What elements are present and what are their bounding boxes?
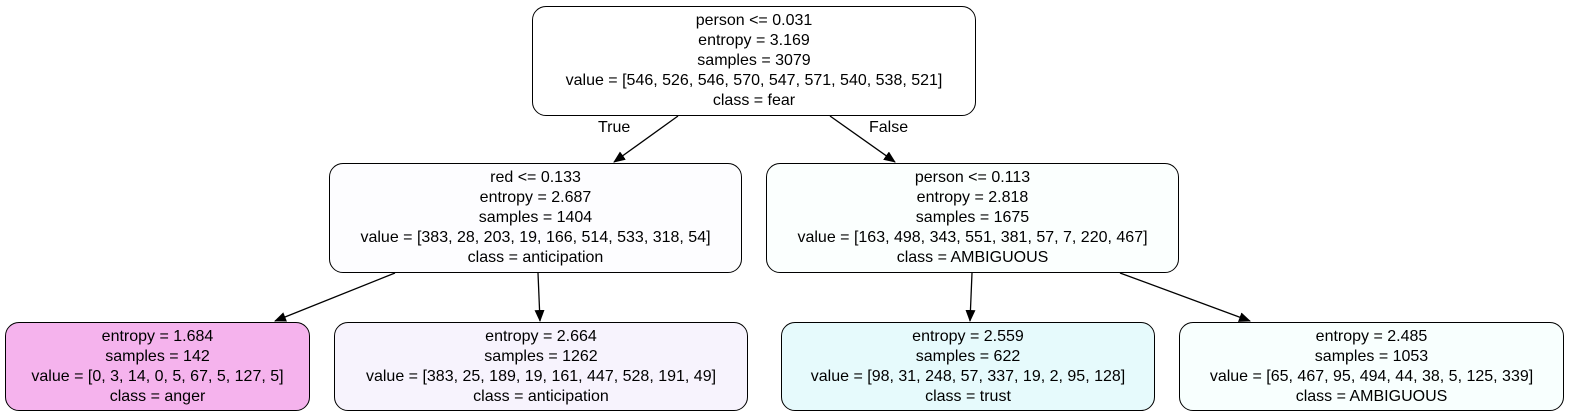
node-line: samples = 1675 — [915, 209, 1030, 226]
node-line: class = anticipation — [467, 249, 604, 266]
node-line: samples = 1404 — [478, 209, 593, 226]
node-line: person <= 0.113 — [914, 169, 1031, 186]
node-line: class = AMBIGUOUS — [896, 249, 1049, 266]
node-line: entropy = 2.559 — [912, 327, 1024, 345]
tree-leaf-ambiguous: entropy = 2.485 samples = 1053 value = [… — [1179, 322, 1564, 411]
node-line: samples = 622 — [915, 347, 1021, 365]
node-line: value = [163, 498, 343, 551, 381, 57, 7,… — [797, 229, 1148, 246]
edge-root-right — [829, 115, 896, 163]
node-line: class = anticipation — [473, 387, 609, 405]
node-line: samples = 1053 — [1314, 347, 1429, 365]
node-line: value = [383, 25, 189, 19, 161, 447, 528… — [365, 367, 717, 385]
node-line: class = trust — [925, 387, 1011, 405]
tree-leaf-trust: entropy = 2.559 samples = 622 value = [9… — [781, 322, 1155, 411]
node-line: value = [0, 3, 14, 0, 5, 67, 5, 127, 5] — [31, 367, 284, 385]
edge-root-left — [613, 115, 679, 163]
node-line: samples = 142 — [105, 347, 210, 365]
edge-left-leaf-lr — [534, 272, 545, 322]
node-line: person <= 0.031 — [695, 12, 813, 29]
tree-node-root: person <= 0.031 entropy = 3.169 samples … — [532, 6, 976, 116]
node-line: class = anger — [109, 387, 206, 405]
edge-right-leaf-rl — [965, 272, 976, 322]
node-line: entropy = 2.818 — [916, 189, 1029, 206]
tree-node-left: red <= 0.133 entropy = 2.687 samples = 1… — [329, 163, 742, 273]
node-line: class = fear — [712, 92, 796, 109]
node-line: entropy = 3.169 — [698, 32, 810, 49]
edge-label-false: False — [869, 119, 909, 136]
node-line: samples = 3079 — [697, 52, 811, 69]
node-line: value = [98, 31, 248, 57, 337, 19, 2, 95… — [810, 367, 1126, 385]
edge-left-leaf-ll — [274, 272, 396, 322]
tree-leaf-anticipation: entropy = 2.664 samples = 1262 value = [… — [334, 322, 748, 411]
node-line: value = [546, 526, 546, 570, 547, 571, 5… — [565, 72, 943, 89]
node-line: value = [383, 28, 203, 19, 166, 514, 533… — [360, 229, 711, 246]
node-line: class = AMBIGUOUS — [1295, 387, 1448, 405]
node-line: entropy = 2.687 — [479, 189, 592, 206]
node-line: entropy = 1.684 — [101, 327, 214, 345]
edge-label-true: True — [598, 119, 631, 136]
node-line: red <= 0.133 — [490, 169, 581, 186]
tree-node-right: person <= 0.113 entropy = 2.818 samples … — [766, 163, 1179, 273]
node-line: entropy = 2.664 — [485, 327, 597, 345]
tree-leaf-anger: entropy = 1.684 samples = 142 value = [0… — [5, 322, 310, 411]
node-line: entropy = 2.485 — [1315, 327, 1428, 345]
node-line: samples = 1262 — [484, 347, 598, 365]
edge-right-leaf-rr — [1119, 272, 1251, 322]
node-line: value = [65, 467, 95, 494, 44, 38, 5, 12… — [1209, 367, 1534, 385]
